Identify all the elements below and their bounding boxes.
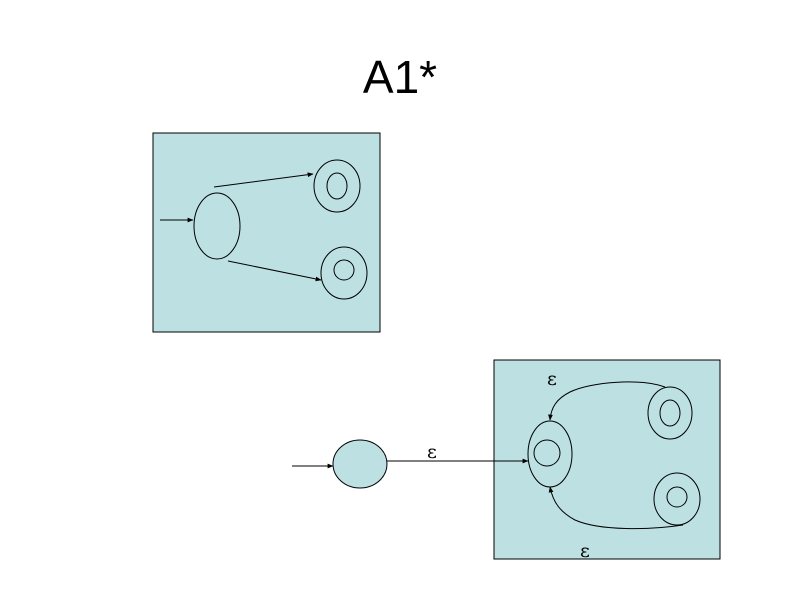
accept-state-top [313, 159, 361, 213]
new-start-state [332, 439, 388, 489]
epsilon-loop-top [548, 381, 666, 421]
epsilon-label-loop-bottom: ε [580, 540, 590, 562]
slide-title: A1* [362, 51, 438, 103]
nfa-a1-star-box: ε ε ε [387, 359, 721, 562]
epsilon-label-new-start: ε [427, 441, 437, 463]
start-state [193, 192, 241, 260]
transition-to-top-accept [213, 172, 314, 188]
nfa-a1-star-background [493, 359, 721, 560]
nfa-a1-box [152, 132, 381, 333]
nfa-a1-background [152, 132, 381, 333]
accept-state-bottom-star [653, 472, 701, 526]
epsilon-label-loop-top: ε [547, 368, 557, 390]
accept-state-top-star [647, 386, 693, 440]
transition-to-bottom-accept [227, 260, 322, 282]
epsilon-loop-bottom [548, 486, 684, 530]
accept-state-bottom [320, 246, 368, 300]
